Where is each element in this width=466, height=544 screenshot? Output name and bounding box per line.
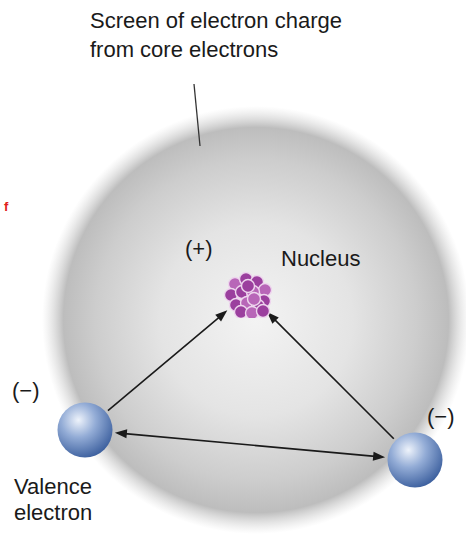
charge-sign: (+) bbox=[185, 236, 213, 262]
force-arrow bbox=[267, 312, 394, 439]
stray-letter: f bbox=[4, 198, 24, 215]
nucleus: (+)Nucleus bbox=[221, 268, 275, 318]
arrow-shaft bbox=[125, 434, 375, 457]
arrow-shaft bbox=[274, 319, 394, 439]
nucleon bbox=[248, 293, 261, 306]
electron-shape bbox=[57, 402, 113, 458]
arrowhead bbox=[215, 310, 227, 321]
electron-shape bbox=[387, 432, 443, 488]
part-label: Valence electron bbox=[14, 474, 134, 526]
electron-ball bbox=[58, 403, 113, 458]
electron-ball bbox=[388, 433, 443, 488]
nucleon bbox=[257, 305, 270, 318]
force-arrow bbox=[108, 310, 227, 410]
valence-electron: (−) bbox=[387, 432, 443, 488]
arrow-shaft bbox=[108, 317, 220, 411]
charge-sign: (−) bbox=[427, 404, 455, 430]
part-label: Nucleus bbox=[281, 246, 360, 272]
arrowhead bbox=[373, 452, 385, 461]
core-electron-screen bbox=[42, 106, 466, 534]
screen-label: Screen of electron charge from core elec… bbox=[90, 6, 380, 64]
leader-line bbox=[194, 84, 200, 146]
nucleus-shape bbox=[221, 268, 275, 318]
arrowhead bbox=[115, 429, 127, 438]
valence-electron: (−)Valence electron bbox=[57, 402, 113, 458]
nucleon bbox=[242, 280, 255, 293]
force-arrow bbox=[115, 429, 385, 460]
charge-sign: (−) bbox=[12, 378, 40, 404]
